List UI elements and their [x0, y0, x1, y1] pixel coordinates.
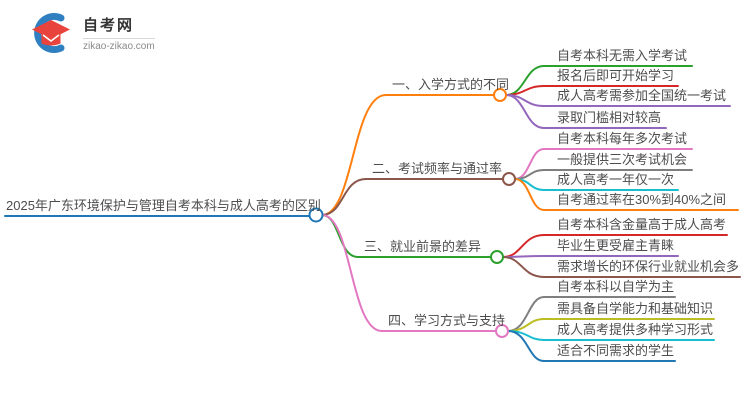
- leaf-topic[interactable]: 成人高考一年仅一次: [557, 172, 675, 187]
- site-name: 自考网: [83, 17, 135, 34]
- branch-node-circle[interactable]: [502, 172, 516, 186]
- leaf-topic[interactable]: 录取门槛相对较高: [557, 110, 662, 125]
- site-url: zikao-zikao.com: [83, 41, 155, 52]
- leaf-topic[interactable]: 自考本科每年多次考试: [557, 131, 688, 146]
- branch-topic-4[interactable]: 四、学习方式与支持: [388, 313, 506, 328]
- leaf-topic[interactable]: 需具备自学能力和基础知识: [557, 301, 714, 316]
- leaf-curve: [502, 256, 545, 278]
- leaf-curve: [507, 330, 545, 362]
- root-node-circle[interactable]: [308, 207, 324, 223]
- branch-topic-1[interactable]: 一、入学方式的不同: [392, 77, 510, 92]
- leaf-topic[interactable]: 自考通过率在30%到40%之间: [557, 192, 727, 207]
- logo-divider: [83, 38, 155, 39]
- leaf-topic[interactable]: 一般提供三次考试机会: [557, 152, 688, 167]
- leaf-curve: [505, 94, 545, 129]
- leaf-curve: [505, 85, 545, 96]
- leaf-curve: [514, 178, 545, 211]
- branch-curve: [321, 178, 367, 216]
- branch-topic-3[interactable]: 三、就业前景的差异: [364, 239, 482, 254]
- leaf-topic[interactable]: 报名后即可开始学习: [557, 68, 675, 83]
- branch-curve: [321, 94, 387, 216]
- root-topic[interactable]: 2025年广东环境保护与管理自考本科与成人高考的区别: [6, 198, 321, 213]
- branch-curve: [321, 214, 383, 332]
- leaf-topic[interactable]: 毕业生更受雇主青睐: [557, 238, 675, 253]
- branch-node-circle[interactable]: [490, 250, 504, 264]
- leaf-topic[interactable]: 成人高考需参加全国统一考试: [557, 88, 727, 103]
- leaf-topic[interactable]: 需求增长的环保行业就业机会多: [557, 259, 740, 274]
- site-logo[interactable]: 自考网 zikao-zikao.com: [28, 12, 155, 54]
- branch-node-circle[interactable]: [495, 324, 509, 338]
- leaf-topic[interactable]: 自考本科含金量高于成人高考: [557, 217, 727, 232]
- graduation-cap-icon: [32, 13, 70, 53]
- leaf-topic[interactable]: 成人高考提供多种学习形式: [557, 322, 714, 337]
- leaf-topic[interactable]: 自考本科无需入学考试: [557, 48, 688, 63]
- leaf-topic[interactable]: 自考本科以自学为主: [557, 279, 675, 294]
- leaf-topic[interactable]: 适合不同需求的学生: [557, 343, 675, 358]
- branch-node-circle[interactable]: [493, 88, 507, 102]
- branch-topic-2[interactable]: 二、考试频率与通过率: [372, 161, 503, 176]
- leaf-curve: [514, 169, 545, 180]
- leaf-curve: [502, 234, 545, 258]
